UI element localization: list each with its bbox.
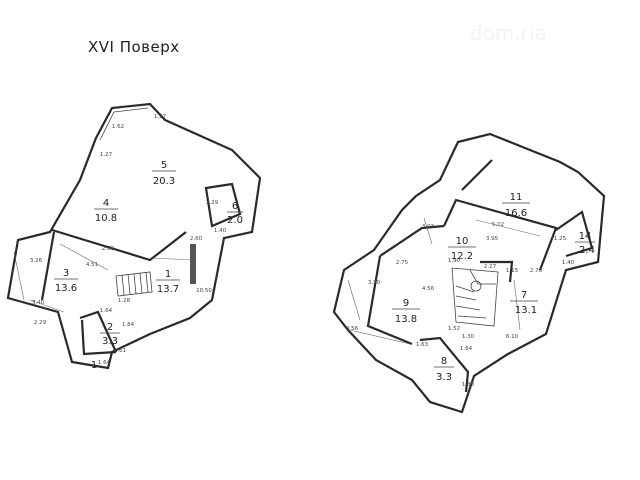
left-bay-window (99, 107, 149, 141)
dim-text: 1.30 (462, 334, 475, 340)
right-room-8-wall (419, 336, 470, 393)
svg-text:13.6: 13.6 (55, 283, 77, 294)
svg-text:13.1: 13.1 (515, 305, 537, 316)
dim-text: 1.63 (416, 342, 429, 348)
dim-text: 3.40 (32, 300, 45, 306)
dim-text: 2.68 (102, 246, 115, 252)
dim-text: 10.50 (196, 288, 212, 294)
left-column (190, 244, 196, 284)
svg-text:3.3: 3.3 (436, 372, 452, 383)
dim-text: 4.56 (346, 326, 359, 332)
dim-text: 1.90 (448, 258, 461, 264)
svg-text:8: 8 (441, 356, 447, 367)
dim-text: 1.27 (100, 152, 113, 158)
svg-text:10.8: 10.8 (95, 213, 117, 224)
svg-text:12.2: 12.2 (451, 251, 473, 262)
right-room-14-wall (555, 210, 594, 258)
left-room-6-wall (204, 182, 242, 228)
dim-text: 1.64 (100, 308, 113, 314)
left-room-2-wall (79, 310, 118, 353)
svg-text:6: 6 (232, 201, 238, 212)
svg-text:16.6: 16.6 (505, 208, 527, 219)
dim-text: 1.25 (554, 236, 567, 242)
dim-text: 1.61 (114, 348, 126, 354)
room-label-9: 9 13.8 (392, 298, 420, 325)
dim-text: 3.03 (422, 224, 435, 230)
dim-text: 3.20 (368, 280, 381, 286)
dim-text: 1.84 (122, 322, 135, 328)
dim-text: 2.27 (484, 264, 497, 270)
dim-text: 5.02 (492, 222, 504, 228)
floor-title: XVI Поверх (88, 38, 180, 56)
dim-text: 1.80 (462, 382, 475, 388)
room-label-7: 7 13.1 (510, 290, 538, 316)
svg-text:2.0: 2.0 (227, 215, 243, 226)
svg-text:9: 9 (403, 298, 409, 309)
svg-text:5: 5 (161, 160, 167, 171)
right-wall-10-11 (443, 198, 558, 271)
left-room-2-wall-b (80, 319, 117, 356)
watermark: dom.ria (470, 21, 547, 45)
svg-text:1: 1 (165, 269, 171, 280)
room-label-3: 3 13.6 (54, 268, 78, 294)
dim-text: 1.40 (214, 228, 227, 234)
dim-text: 2.70 (530, 268, 543, 274)
right-wall-9-10 (379, 224, 445, 257)
dim-text: 1.28 (118, 298, 131, 304)
room-label-4: 4 10.8 (94, 198, 118, 224)
dim-text: 2.29 (34, 320, 47, 326)
svg-text:1: 1 (91, 360, 97, 371)
room-label-8: 8 3.3 (434, 356, 454, 383)
left-plan-outer-wall (6, 102, 262, 370)
svg-text:13.8: 13.8 (395, 314, 417, 325)
room-label-14: 14 2.4 (575, 231, 595, 256)
svg-text:14: 14 (579, 231, 592, 242)
svg-text:4: 4 (103, 198, 109, 209)
left-wall-3-4 (51, 228, 187, 262)
left-stair (115, 271, 153, 297)
svg-text:10: 10 (456, 236, 469, 247)
right-wall-9 (366, 255, 413, 346)
dim-text: 2.75 (396, 260, 409, 266)
dim-text: 1.27 (154, 114, 167, 120)
left-wall-3 (40, 231, 56, 301)
dim-text: 6.10 (506, 334, 519, 340)
room-label-11: 11 16.6 (502, 192, 530, 219)
svg-text:11: 11 (510, 192, 523, 203)
right-plan: 3.03 5.02 3.95 1.25 1.40 2.75 1.90 2.27 … (332, 132, 606, 414)
right-wall-7 (480, 260, 514, 283)
right-plan-outer-wall (332, 132, 606, 414)
svg-text:3: 3 (63, 268, 69, 279)
svg-text:3.3: 3.3 (102, 336, 118, 347)
dim-text: 1.64 (460, 346, 473, 352)
dim-text: 4.51 (86, 262, 98, 268)
dim-text: 1.64 (98, 360, 111, 366)
room-label-6: 6 2.0 (227, 201, 243, 226)
left-plan: 1.62 1.27 1.27 3.29 1.40 2.68 4.51 3.26 … (6, 102, 262, 371)
svg-text:13.7: 13.7 (157, 284, 179, 295)
dim-text: 2.60 (190, 236, 203, 242)
room-label-1: 1 13.7 (156, 269, 180, 295)
stair-label: 1 (91, 360, 97, 371)
dim-text: 4.56 (422, 286, 435, 292)
dim-text: 3.95 (486, 236, 499, 242)
room-label-10: 10 12.2 (448, 236, 476, 262)
dim-text: 1.62 (112, 124, 124, 130)
svg-text:7: 7 (521, 290, 527, 301)
svg-text:2: 2 (107, 322, 113, 333)
dim-text: 1.52 (448, 326, 460, 332)
right-stair (451, 267, 499, 327)
dim-text: 3.26 (30, 258, 43, 264)
dim-text: 1.40 (562, 260, 575, 266)
room-label-2: 2 3.3 (100, 322, 120, 347)
room-label-5: 5 20.3 (152, 160, 176, 187)
dim-text: 3.29 (206, 200, 219, 206)
svg-text:20.3: 20.3 (153, 176, 175, 187)
dim-text: 1.15 (506, 268, 519, 274)
right-wall-11 (461, 159, 493, 191)
svg-text:2.4: 2.4 (579, 245, 595, 256)
